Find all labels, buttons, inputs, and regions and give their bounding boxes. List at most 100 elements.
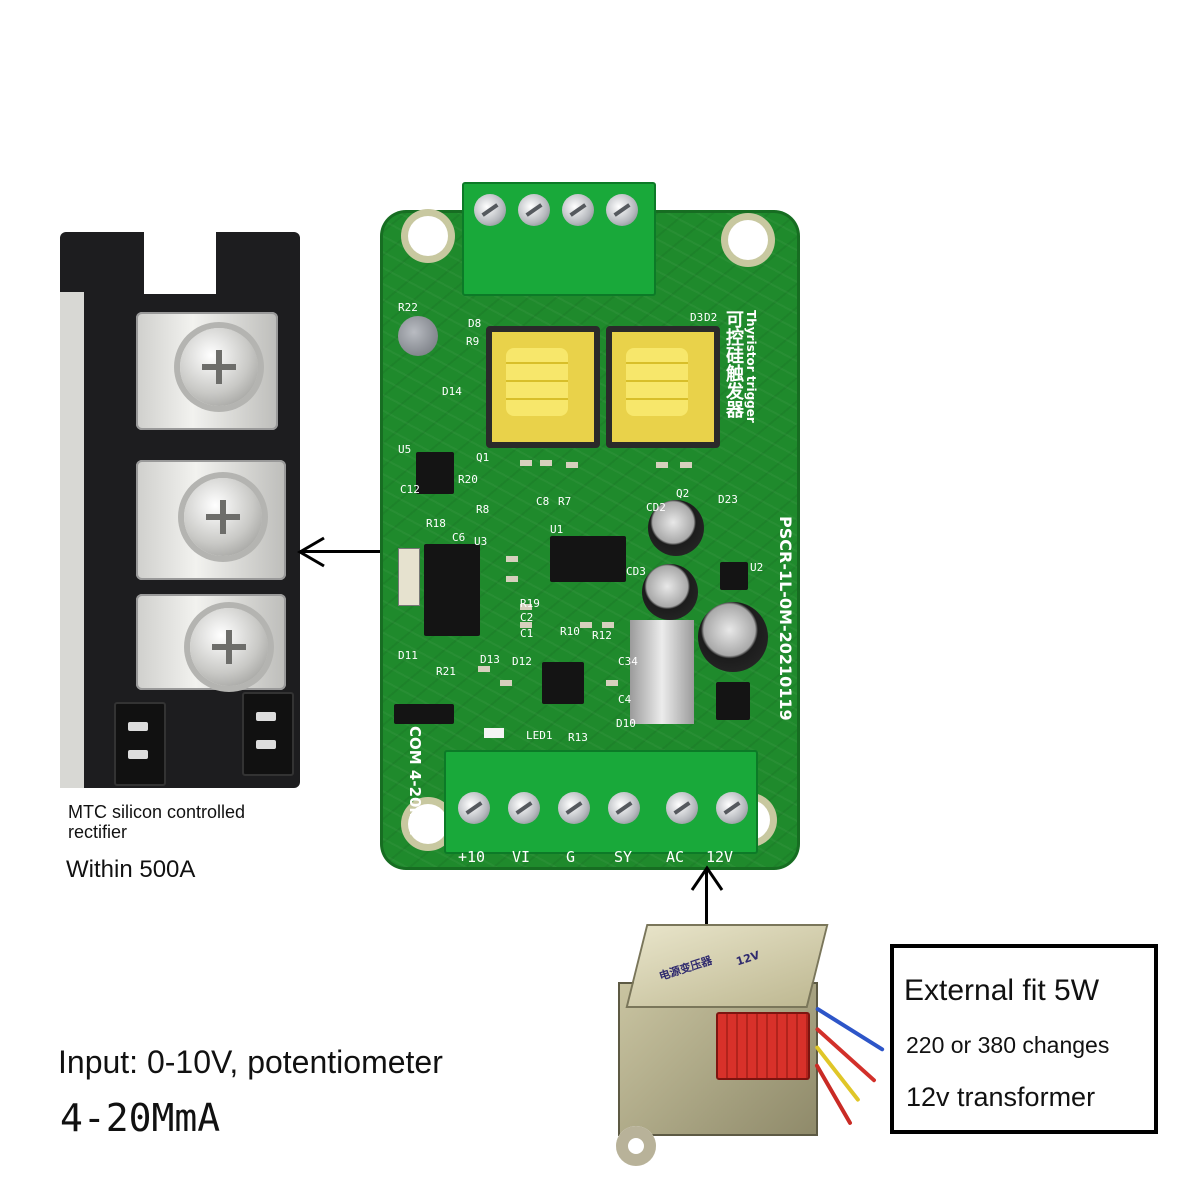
- silk-label: U3: [474, 535, 488, 548]
- silk-label: LED1: [526, 729, 553, 742]
- silk-label: R21: [436, 665, 456, 678]
- pcb-model-marking: PSCR-1L-0M-20210119: [776, 516, 795, 721]
- smd-part: [606, 680, 618, 686]
- mount-hole-bottom-left: [408, 804, 448, 844]
- arrow-pcb-to-module: [300, 550, 380, 553]
- module-side-label-strip: [60, 292, 84, 788]
- info-line-3: 12v transformer: [906, 1082, 1096, 1112]
- arrow-left-head: [297, 536, 325, 568]
- led1: [484, 728, 504, 738]
- mount-hole-top-left: [408, 216, 448, 256]
- bolt-top: [180, 328, 258, 406]
- silk-label: R18: [426, 517, 446, 530]
- smd-part: [580, 622, 592, 628]
- ic-u2: [720, 562, 748, 590]
- bolt-bottom: [190, 608, 268, 686]
- silk-label: D13: [480, 653, 500, 666]
- ic-bottom-right: [716, 682, 750, 720]
- silk-label: D3: [690, 311, 704, 324]
- screw-bottom-5: [666, 792, 698, 824]
- gate-pins-left: [114, 702, 166, 786]
- module-caption-line1: MTC silicon controlled: [68, 802, 246, 822]
- screw-top-3: [562, 194, 594, 226]
- transformer-coil: [716, 1012, 810, 1080]
- thyristor-trigger-pcb: 可控硅触发器 Thyristor trigger R22 D8 R9 D3 D2…: [380, 182, 800, 870]
- thyristor-module-image: [60, 232, 300, 788]
- silk-label: R7: [558, 495, 572, 508]
- silk-label: C12: [400, 483, 420, 496]
- screw-top-2: [518, 194, 550, 226]
- silk-label: U2: [750, 561, 764, 574]
- silk-label: C8: [536, 495, 550, 508]
- pcb-en-title: Thyristor trigger: [744, 310, 758, 423]
- silk-label: CD2: [646, 501, 666, 514]
- terminal-block-bottom: [444, 750, 758, 854]
- silk-label: D2: [704, 311, 718, 324]
- mount-hole-top-right: [728, 220, 768, 260]
- module-top-notch: [144, 232, 216, 294]
- silk-label: R22: [398, 301, 418, 314]
- terminal-label-12v: 12V: [706, 848, 734, 866]
- silk-label: D8: [468, 317, 482, 330]
- pcb-cn-title: 可控硅触发器: [723, 310, 744, 418]
- silk-label: C1: [520, 627, 534, 640]
- smd-part: [602, 622, 614, 628]
- silk-label: D11: [398, 649, 418, 662]
- header-pins: [398, 548, 420, 606]
- ic-u3: [424, 544, 480, 636]
- smd-part: [656, 462, 668, 468]
- screw-bottom-2: [508, 792, 540, 824]
- capacitor-large: [698, 602, 768, 672]
- regulator-heatsink: [630, 620, 694, 724]
- smd-part: [478, 666, 490, 672]
- transformer-mount-tab: [616, 1126, 656, 1166]
- smd-part: [500, 680, 512, 686]
- jumper-block: [394, 704, 454, 724]
- screw-bottom-3: [558, 792, 590, 824]
- silk-label: R12: [592, 629, 612, 642]
- ic-small-center: [542, 662, 584, 704]
- silk-label: D23: [718, 493, 738, 506]
- smd-part: [506, 576, 518, 582]
- silk-label: D12: [512, 655, 532, 668]
- pulse-transformer-left: [486, 326, 600, 448]
- wire-blue: [814, 1006, 885, 1053]
- silk-label: C6: [452, 531, 466, 544]
- capacitor-cd2: [648, 500, 704, 556]
- silk-label: C2: [520, 611, 534, 624]
- silk-label: C34: [618, 655, 638, 668]
- screw-bottom-4: [608, 792, 640, 824]
- silk-label: Q2: [676, 487, 690, 500]
- silk-label: U1: [550, 523, 564, 536]
- smd-part: [680, 462, 692, 468]
- screw-bottom-1: [458, 792, 490, 824]
- module-caption-line2: rectifier: [68, 822, 128, 842]
- silk-label: C4: [618, 693, 632, 706]
- silk-label: R13: [568, 731, 588, 744]
- module-rating: Within 500A: [66, 856, 196, 883]
- info-line-2: 220 or 380 changes: [906, 1032, 1110, 1058]
- screw-top-4: [606, 194, 638, 226]
- smd-part: [506, 556, 518, 562]
- smd-part: [540, 460, 552, 466]
- terminal-label-g: G: [566, 848, 576, 866]
- arrow-transformer-to-pcb: [705, 870, 708, 936]
- screw-bottom-6: [716, 792, 748, 824]
- smd-part: [520, 460, 532, 466]
- power-transformer-image: 电源变压器 12V: [596, 916, 896, 1186]
- arrow-up-head: [690, 865, 724, 891]
- pulse-transformer-right: [606, 326, 720, 448]
- silk-label: D10: [616, 717, 636, 730]
- silk-label: R9: [466, 335, 480, 348]
- silk-label: CD3: [626, 565, 646, 578]
- transformer-info-box: External fit 5W 220 or 380 changes 12v t…: [890, 944, 1158, 1134]
- info-line-1: External fit 5W: [904, 974, 1100, 1007]
- silk-label: R19: [520, 597, 540, 610]
- silk-label: R10: [560, 625, 580, 638]
- smd-part: [520, 622, 532, 628]
- terminal-block-top: [462, 182, 656, 296]
- terminal-label-vi: VI: [512, 848, 531, 866]
- terminal-label-ac: AC: [666, 848, 685, 866]
- transformer-top-plate: [625, 924, 829, 1008]
- input-note-line1: Input: 0-10V, potentiometer: [58, 1044, 443, 1080]
